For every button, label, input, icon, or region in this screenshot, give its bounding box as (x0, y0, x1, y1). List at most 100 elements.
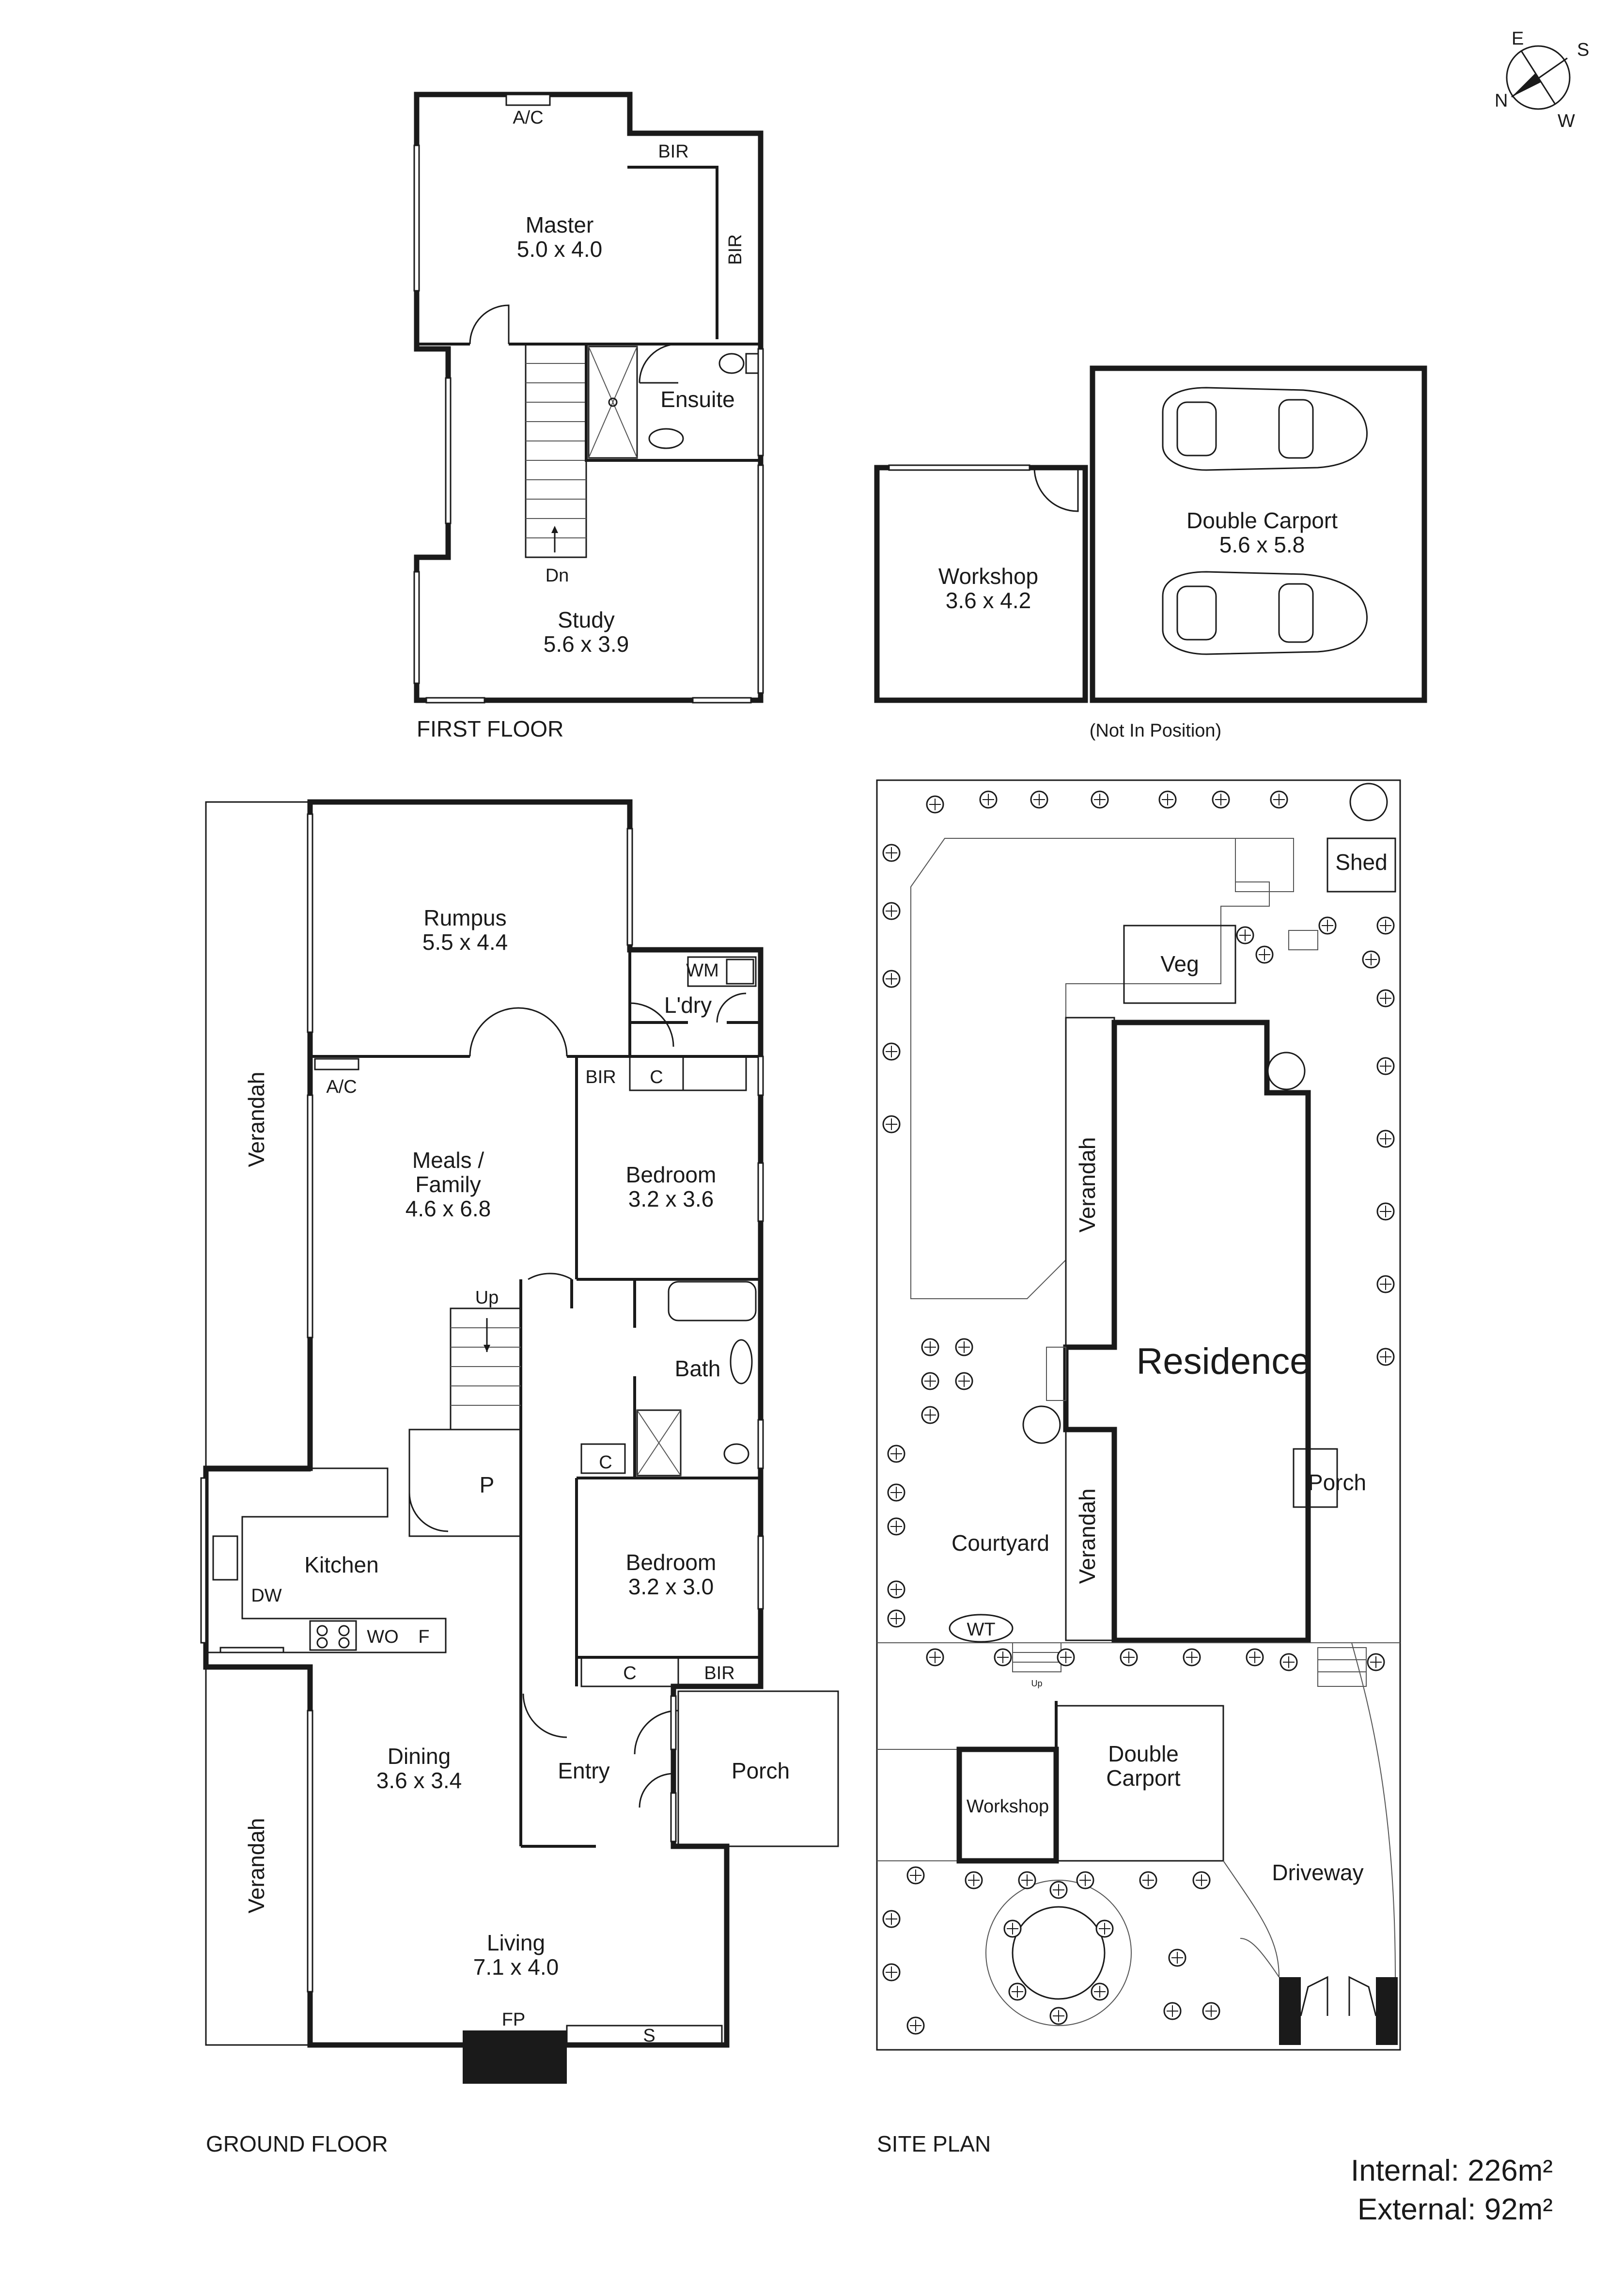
verandah-bottom-label: Verandah (244, 1818, 269, 1914)
shrub-mark (886, 1913, 897, 1925)
shrub-mark (886, 1046, 897, 1057)
meals-label-1: Meals / (412, 1148, 484, 1173)
shrub-mark (1142, 1874, 1154, 1886)
shrub-mark (1273, 794, 1285, 805)
compass-rose: N E S W (1495, 29, 1589, 131)
site-shed-label: Shed (1335, 849, 1387, 875)
shrub-mark (1099, 1923, 1110, 1934)
fireplace-label: FP (502, 2010, 526, 2030)
shrub-mark (886, 905, 897, 917)
site-veg-label: Veg (1160, 951, 1199, 976)
first-floor-title: FIRST FLOOR (417, 716, 563, 741)
first-floor-ac-label: A/C (513, 108, 543, 128)
outbuildings-plan: Workshop 3.6 x 4.2 Double Carport 5.6 x … (874, 365, 1427, 741)
porch-label: Porch (732, 1758, 790, 1783)
pantry-label: P (480, 1472, 495, 1497)
shrub-mark (910, 1870, 921, 1881)
bir-label-1: BIR (585, 1067, 616, 1087)
study-room-dims: 5.6 x 3.9 (544, 631, 629, 657)
site-residence-label: Residence (1136, 1341, 1310, 1382)
shrub-mark (929, 799, 941, 810)
shrub-mark (1186, 1651, 1198, 1663)
not-in-position-note: (Not In Position) (1090, 721, 1221, 741)
site-driveway-label: Driveway (1272, 1860, 1363, 1885)
ground-floor-title: GROUND FLOOR (206, 2131, 388, 2156)
shrub-mark (924, 1341, 936, 1353)
shrub-mark (1053, 2010, 1064, 2022)
outbuilding-workshop-label: Workshop (938, 564, 1038, 589)
tree-icon (1022, 1405, 1061, 1444)
site-plan: Shed Veg Verandah Residence Porch Verand… (876, 779, 1401, 2156)
first-floor-bir-side-label: BIR (725, 234, 746, 265)
tree-icon (1349, 783, 1388, 821)
shrub-mark (886, 1118, 897, 1130)
outbuilding-carport-label: Double Carport (1186, 508, 1338, 533)
master-room-label: Master (526, 212, 594, 237)
shrub-mark (910, 2020, 921, 2031)
bath-label: Bath (675, 1356, 721, 1381)
site-porch-label: Porch (1308, 1470, 1366, 1495)
shrub-mark (1215, 794, 1227, 805)
shrub-mark (1259, 949, 1270, 960)
outbuilding-carport-dims: 5.6 x 5.8 (1219, 532, 1305, 557)
site-boundary (876, 779, 1401, 2051)
shrub-mark (886, 847, 897, 859)
shrub-mark (1380, 1278, 1391, 1290)
first-floor-stairs (526, 363, 586, 552)
shrub-mark (958, 1341, 970, 1353)
car-icon (1162, 387, 1368, 471)
ground-ac-label: A/C (326, 1077, 357, 1097)
storage-label: S (643, 2026, 655, 2046)
water-tank-icon (949, 1614, 1014, 1643)
site-carport-label-1: Double (1108, 1741, 1179, 1766)
site-verandah-bottom-label: Verandah (1075, 1489, 1100, 1584)
bir-label-2: BIR (704, 1663, 734, 1683)
study-room-label: Study (558, 607, 615, 632)
shrub-mark (886, 1966, 897, 1978)
shrub-mark (1053, 1884, 1064, 1896)
compass-east: E (1512, 29, 1524, 49)
shrub-mark (983, 794, 994, 805)
compass-south: S (1577, 40, 1589, 60)
meals-label-2: Family (415, 1172, 481, 1197)
shrub-mark (890, 1487, 902, 1498)
first-floor-bir-top-label: BIR (658, 142, 688, 162)
verandah-top-label: Verandah (244, 1072, 269, 1167)
first-floor-dn-label: Dn (546, 566, 569, 586)
cupboard-label-2: C (599, 1452, 612, 1473)
washing-machine-label: WM (686, 960, 719, 981)
rumpus-room-label: Rumpus (423, 905, 506, 930)
shrub-mark (1021, 1874, 1033, 1886)
shrub-mark (1079, 1874, 1091, 1886)
car-icon (1162, 571, 1368, 655)
cupboard-label-3: C (623, 1663, 636, 1683)
site-trees (882, 783, 1395, 2035)
shrub-mark (890, 1613, 902, 1624)
shrub-mark (1380, 1060, 1391, 1072)
shrub-mark (890, 1584, 902, 1595)
wall-oven-label: WO (367, 1627, 398, 1647)
laundry-label: L'dry (664, 992, 712, 1018)
ensuite-label: Ensuite (660, 387, 734, 412)
garden-bed-ring (985, 1880, 1132, 2026)
shrub-mark (924, 1375, 936, 1387)
shrub-mark (929, 1651, 941, 1663)
shrub-mark (924, 1409, 936, 1421)
site-steps (1012, 930, 1367, 1687)
shrub-mark (890, 1521, 902, 1532)
shrub-mark (1012, 1986, 1023, 1997)
shrub-mark (1007, 1923, 1018, 1934)
shrub-mark (1205, 2005, 1217, 2017)
ground-up-label: Up (475, 1288, 499, 1308)
shrub-mark (1123, 1651, 1135, 1663)
master-room-dims: 5.0 x 4.0 (517, 236, 602, 262)
fridge-label: F (418, 1627, 429, 1647)
first-floor-plan: Master 5.0 x 4.0 A/C BIR BIR Ensuite Dn … (413, 92, 764, 741)
bedroom1-label: Bedroom (626, 1162, 717, 1187)
kitchen-label: Kitchen (304, 1552, 378, 1577)
shrub-mark (1380, 1206, 1391, 1217)
site-water-tank-label: WT (967, 1620, 995, 1640)
shrub-mark (1033, 794, 1045, 805)
shrub-mark (1380, 1351, 1391, 1363)
shrub-mark (1094, 1986, 1106, 1997)
